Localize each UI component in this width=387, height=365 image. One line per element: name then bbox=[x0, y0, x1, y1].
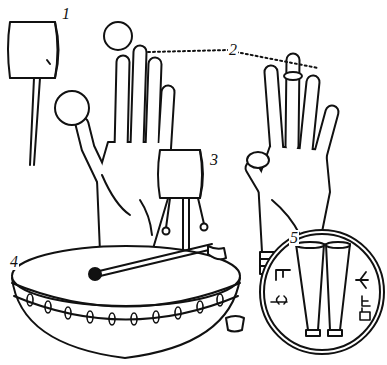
callout-number: 4 bbox=[9, 254, 19, 270]
callout-number: 3 bbox=[209, 152, 219, 168]
callout-number: 5 bbox=[289, 230, 299, 246]
drum-drawing bbox=[12, 244, 244, 358]
callout-number: 2 bbox=[228, 42, 238, 58]
mallet-drawing bbox=[8, 22, 59, 165]
left-hand-drawing bbox=[55, 22, 172, 274]
callout-number: 1 bbox=[61, 6, 71, 22]
coin-drawing bbox=[260, 230, 384, 354]
right-hand-drawing bbox=[247, 60, 332, 274]
